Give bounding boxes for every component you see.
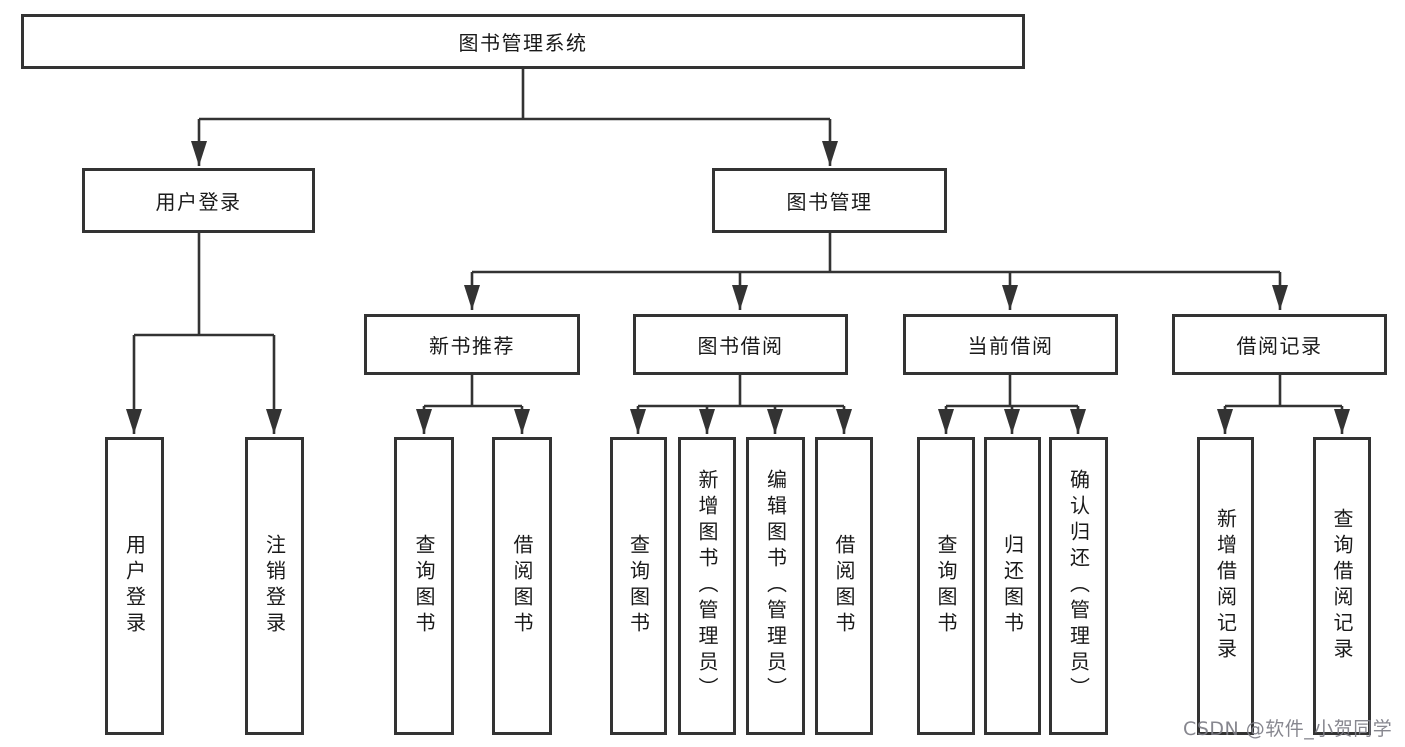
leaf-logout: 注销登录	[245, 437, 304, 735]
leaf-user-login: 用户登录	[105, 437, 164, 735]
leaf-borrow-book-label: 借阅图书	[832, 534, 856, 638]
node-new-book-recommend: 新书推荐	[364, 314, 580, 375]
leaf-query-book-borrow: 查询图书	[610, 437, 667, 735]
leaf-confirm-return-admin: 确认归还（管理员）	[1049, 437, 1108, 735]
leaf-logout-label: 注销登录	[262, 534, 287, 638]
leaf-add-borrow-record-label: 新增借阅记录	[1213, 508, 1238, 664]
node-book-borrow: 图书借阅	[633, 314, 848, 375]
leaf-add-book-admin-label: 新增图书（管理员）	[695, 469, 719, 703]
leaf-query-book-borrow-label: 查询图书	[626, 534, 651, 638]
leaf-edit-book-admin: 编辑图书（管理员）	[746, 437, 805, 735]
leaf-add-book-admin: 新增图书（管理员）	[678, 437, 736, 735]
node-borrow-record: 借阅记录	[1172, 314, 1387, 375]
leaf-borrow-book-recommend: 借阅图书	[492, 437, 552, 735]
leaf-user-login-label: 用户登录	[122, 534, 147, 638]
node-user-login: 用户登录	[82, 168, 315, 233]
node-current-borrow: 当前借阅	[903, 314, 1118, 375]
leaf-add-borrow-record: 新增借阅记录	[1197, 437, 1254, 735]
csdn-watermark: CSDN @软件_小贺同学	[1183, 718, 1393, 740]
node-book-management: 图书管理	[712, 168, 947, 233]
leaf-edit-book-admin-label: 编辑图书（管理员）	[763, 469, 788, 703]
leaf-confirm-return-admin-label: 确认归还（管理员）	[1066, 469, 1091, 703]
leaf-borrow-book: 借阅图书	[815, 437, 873, 735]
leaf-query-book-current: 查询图书	[917, 437, 975, 735]
node-root: 图书管理系统	[21, 14, 1025, 69]
leaf-query-book-current-label: 查询图书	[934, 534, 958, 638]
leaf-query-borrow-record-label: 查询借阅记录	[1330, 508, 1354, 664]
leaf-query-borrow-record: 查询借阅记录	[1313, 437, 1371, 735]
leaf-query-book-recommend: 查询图书	[394, 437, 454, 735]
leaf-borrow-book-recommend-label: 借阅图书	[510, 534, 534, 638]
leaf-return-book-label: 归还图书	[1000, 534, 1025, 638]
leaf-query-book-recommend-label: 查询图书	[412, 534, 436, 638]
leaf-return-book: 归还图书	[984, 437, 1041, 735]
